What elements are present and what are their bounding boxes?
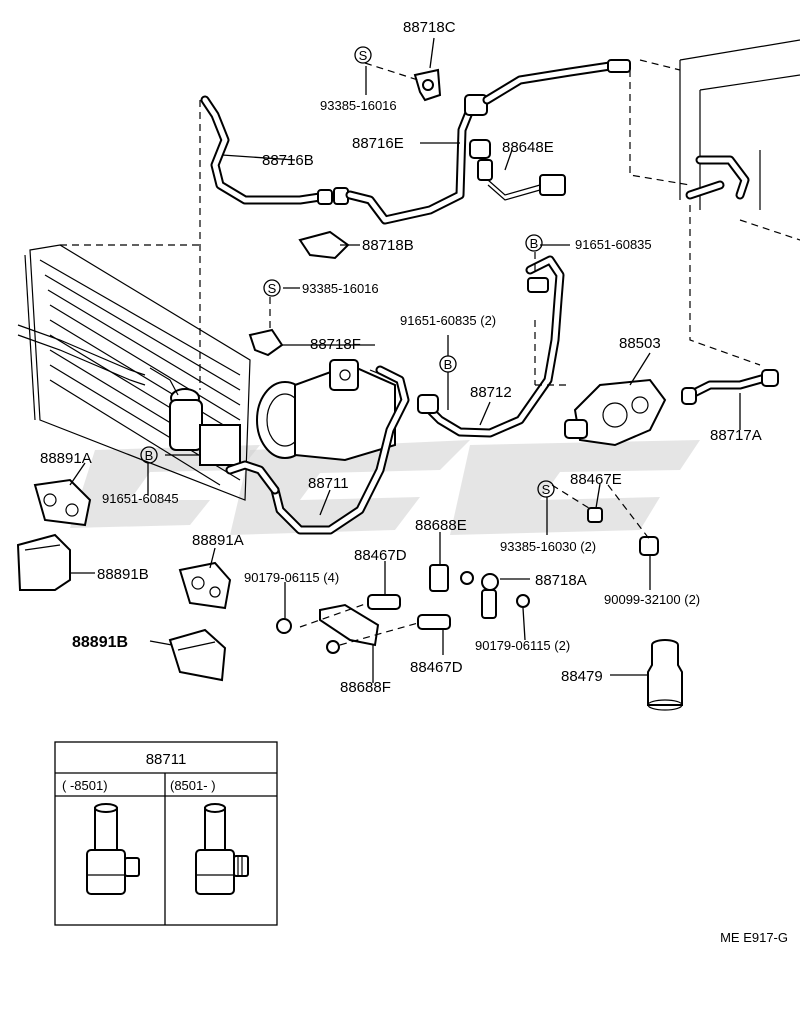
svg-text:S: S: [542, 482, 551, 497]
b-symbol-left: B: [140, 446, 158, 464]
label-88718A: 88718A: [535, 572, 587, 589]
label-88891B-top: 88891B: [97, 566, 149, 583]
bracket-88688E-drawing: [429, 564, 449, 592]
hose-88716B-drawing: [200, 59, 631, 225]
s-symbol-mid: S: [263, 279, 281, 297]
label-88718F: 88718F: [310, 336, 361, 353]
label-93385-16016-mid: 93385-16016: [302, 281, 379, 296]
inset-left-range: ( -8501): [62, 778, 108, 793]
switch-88467E-drawing: [587, 507, 603, 523]
b-symbol-top: B: [525, 234, 543, 252]
label-88688E: 88688E: [415, 517, 467, 534]
bracket-88891B-top-drawing: [16, 533, 71, 591]
bracket-88891A-mid-drawing: [178, 561, 232, 610]
svg-text:S: S: [268, 281, 277, 296]
hose-88717A-drawing: [681, 369, 779, 405]
bracket-88891B-bottom-drawing: [168, 628, 227, 682]
label-91651-60835-2: 91651-60835 (2): [400, 313, 496, 328]
label-88712: 88712: [470, 384, 512, 401]
bracket-88718A-drawing: [481, 573, 499, 619]
inset-title: 88711: [146, 751, 187, 768]
label-88479: 88479: [561, 668, 603, 685]
s-symbol-right: S: [537, 480, 555, 498]
valve-88503-drawing: [564, 378, 667, 447]
label-88467D-bottom: 88467D: [410, 659, 463, 676]
svg-text:B: B: [444, 357, 453, 372]
hose-88712-drawing: [417, 255, 565, 438]
compressor-drawing: [256, 359, 396, 462]
label-88717A: 88717A: [710, 427, 762, 444]
label-91651-60835-top: 91651-60835: [575, 237, 652, 252]
leader-lines: [69, 37, 741, 683]
inset-right-range: (8501- ): [170, 778, 216, 793]
inset-88711: 88711 ( -8501) (8501- ): [54, 741, 278, 926]
inset-fitting-old: [86, 803, 140, 895]
switch-88467D-bottom-drawing: [417, 614, 451, 630]
label-88648E: 88648E: [502, 139, 554, 156]
label-88891A-mid: 88891A: [192, 532, 244, 549]
switch-88467D-top-drawing: [367, 594, 401, 610]
label-91651-60845: 91651-60845: [102, 491, 179, 506]
svg-text:B: B: [530, 236, 539, 251]
bracket-88891A-left-drawing: [33, 478, 92, 527]
label-88711: 88711: [308, 475, 349, 492]
b-symbol-mid: B: [439, 355, 457, 373]
svg-text:B: B: [145, 448, 154, 463]
svg-text:S: S: [359, 48, 368, 63]
nut-drawings: [276, 571, 530, 654]
hose-88711-drawing: [225, 365, 410, 535]
label-90099-32100: 90099-32100 (2): [604, 592, 700, 607]
label-88718B: 88718B: [362, 237, 414, 254]
receiver-88479-drawing: [647, 639, 683, 711]
label-88467E: 88467E: [570, 471, 622, 488]
label-90179-06115-4: 90179-06115 (4): [244, 570, 339, 585]
label-88718C: 88718C: [403, 19, 456, 36]
clamp-88718B-drawing: [298, 230, 350, 260]
label-90179-06115-2: 90179-06115 (2): [475, 638, 570, 653]
condenser-drawing: [17, 100, 251, 501]
label-88503: 88503: [619, 335, 661, 352]
evaporator-drawing: [629, 39, 800, 366]
label-93385-16016-top: 93385-16016: [320, 98, 397, 113]
footer-code: ME E917-G: [720, 930, 788, 945]
bracket-88688F-drawing: [319, 603, 380, 647]
label-88891A-left: 88891A: [40, 450, 92, 467]
part-labels: 88718C 93385-16016 88716E 88648E 88716B …: [40, 19, 762, 696]
label-88891B-bottom: 88891B: [72, 634, 128, 651]
clamp-88718F-drawing: [248, 328, 284, 357]
label-93385-16030: 93385-16030 (2): [500, 539, 596, 554]
switch-88648E-drawing: [469, 139, 566, 201]
nut-90099-drawing: [639, 536, 659, 556]
label-88716B: 88716B: [262, 152, 314, 169]
s-symbol-top: S: [354, 46, 372, 64]
clamp-88718C-drawing: [413, 68, 442, 102]
inset-fitting-new: [195, 803, 249, 895]
label-88688F: 88688F: [340, 679, 391, 696]
label-88716E: 88716E: [352, 135, 404, 152]
label-88467D-top: 88467D: [354, 547, 407, 564]
